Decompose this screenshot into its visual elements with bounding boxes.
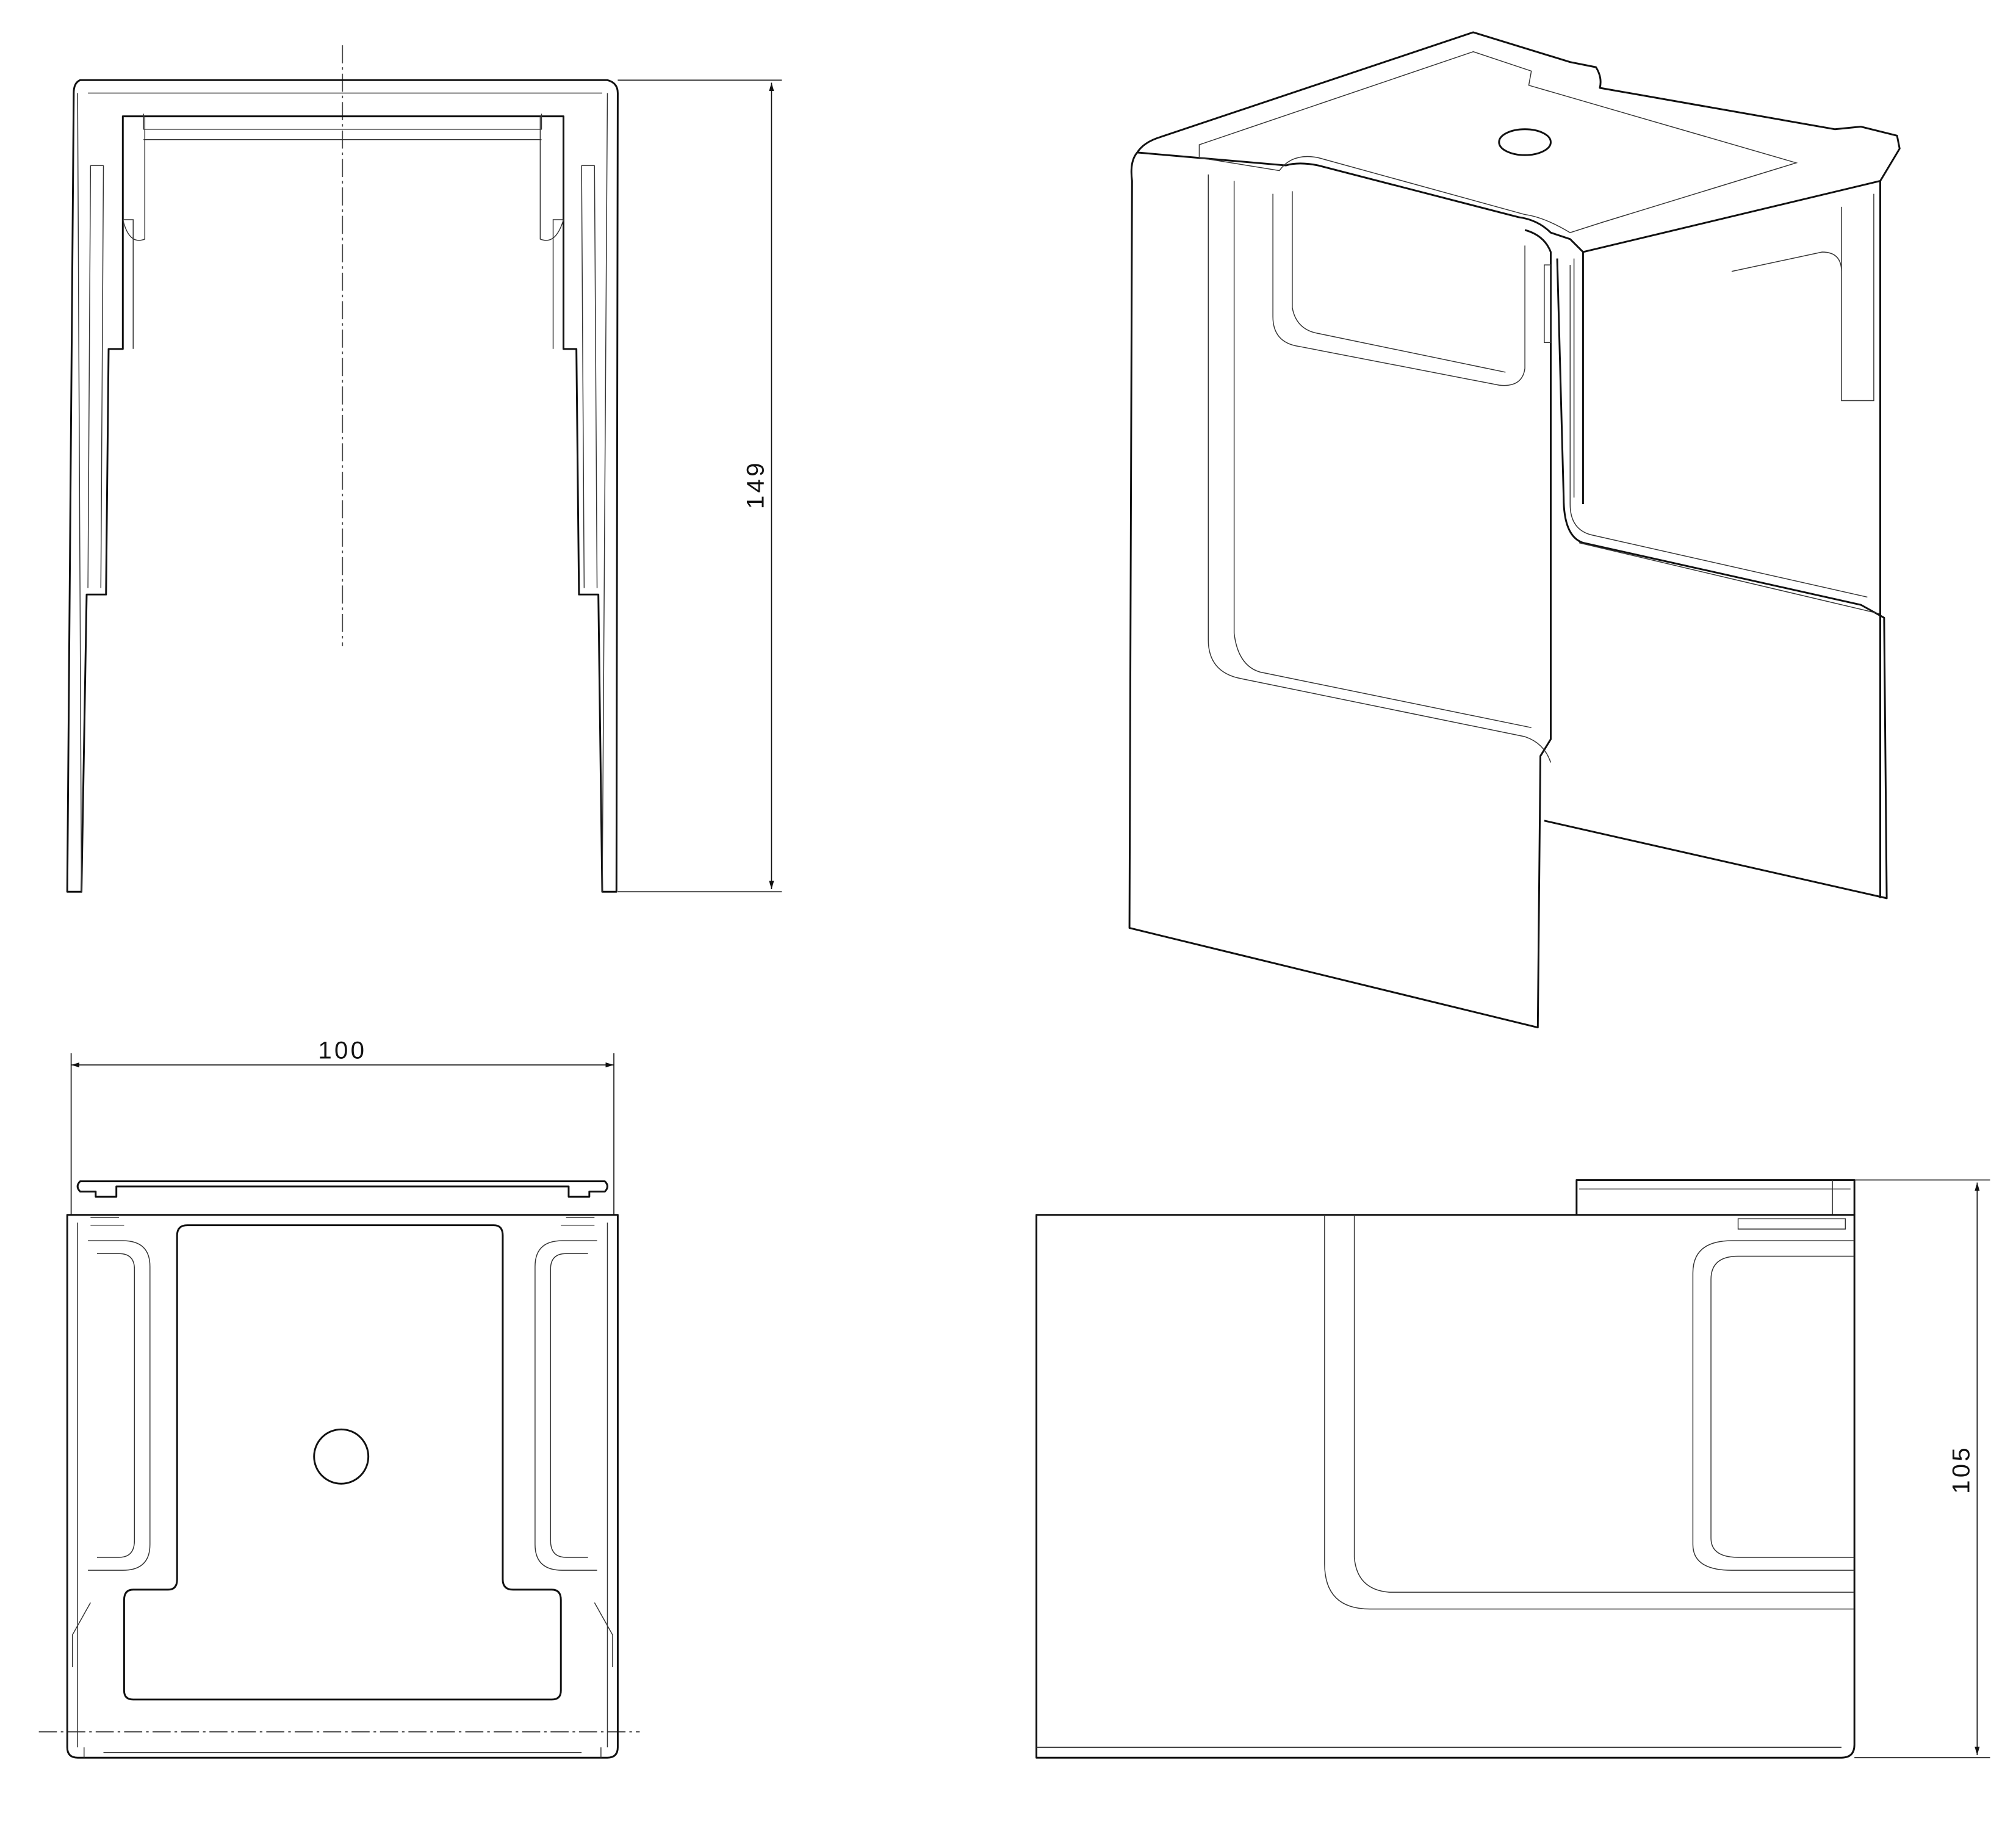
isometric-view [1128,31,1901,1029]
top-view: 100 [38,1036,640,1759]
dimension-width-label: 100 [318,1036,367,1064]
mount-hole [1498,128,1552,156]
mount-hole [313,1428,370,1485]
side-view: 105 [1035,1179,1990,1759]
dimension-height-label: 149 [742,460,769,509]
front-view: 149 [66,45,782,893]
dimension-depth-label: 105 [1948,1445,1975,1494]
